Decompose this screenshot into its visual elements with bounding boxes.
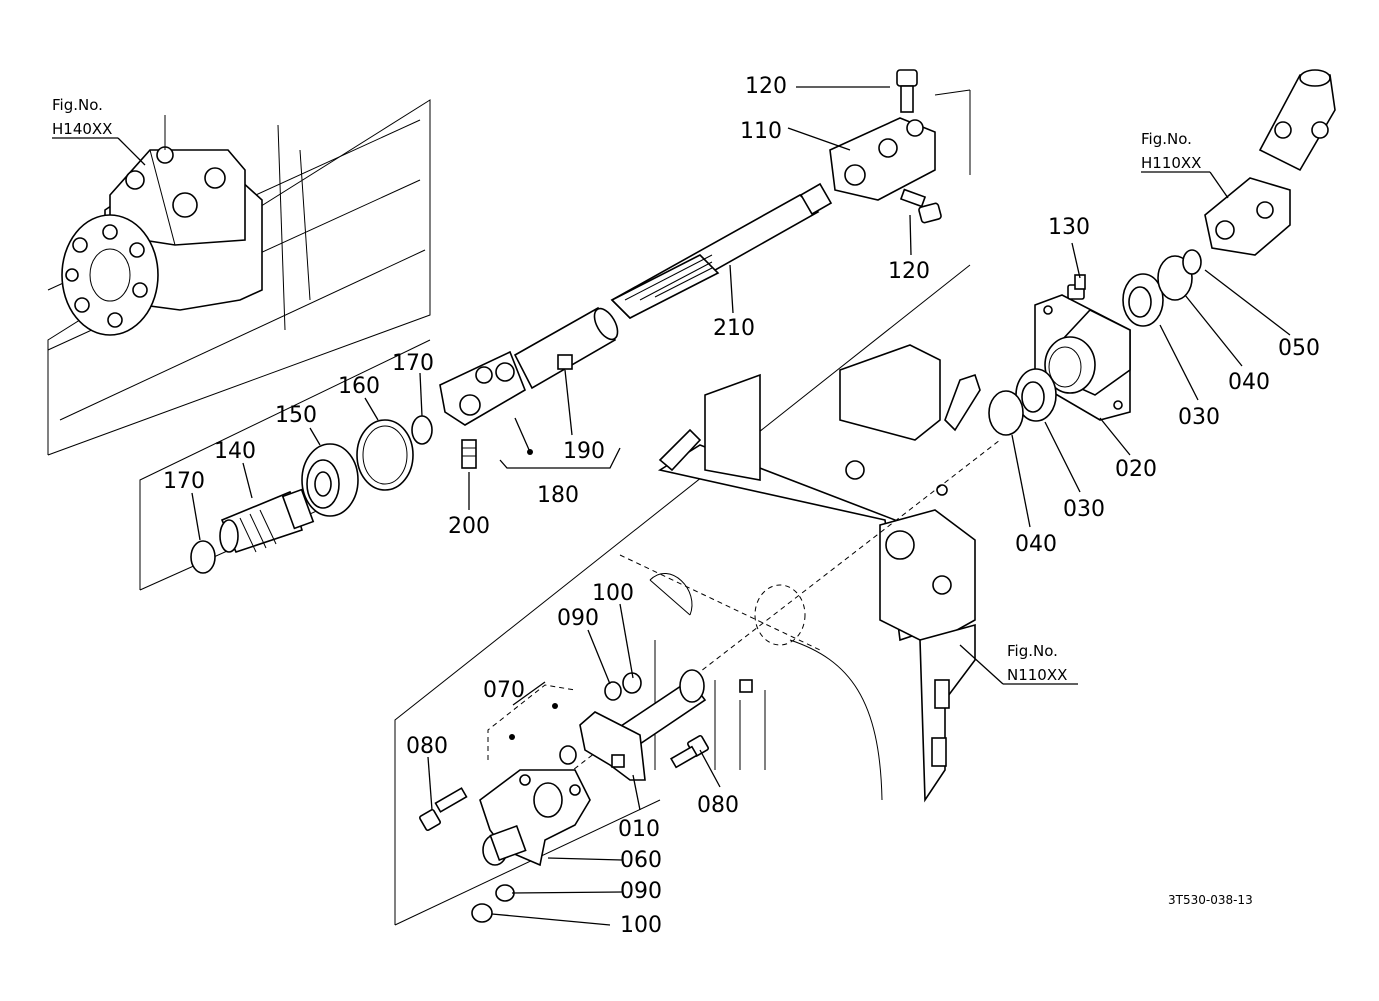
frame-structure xyxy=(394,264,1001,926)
label-070: 070 xyxy=(483,678,525,703)
label-210: 210 xyxy=(713,316,755,341)
label-140: 140 xyxy=(214,439,256,464)
fig-ref-n110-label: Fig.No. xyxy=(1007,642,1058,660)
fig-ref-n110-code: N110XX xyxy=(1007,666,1067,684)
drawing-code: 3T530-038-13 xyxy=(1168,893,1253,907)
label-110: 110 xyxy=(740,119,782,144)
part-labels: 120 110 120 210 130 170 160 150 140 170 … xyxy=(163,74,1320,938)
label-120-bottom: 120 xyxy=(888,259,930,284)
fig-ref-h140-label: Fig.No. xyxy=(52,96,103,114)
label-080-right: 080 xyxy=(697,793,739,818)
label-190: 190 xyxy=(563,439,605,464)
fig-ref-h140-code: H140XX xyxy=(52,120,112,138)
fig-ref-h110: Fig.No. H110XX xyxy=(1141,130,1229,199)
label-020: 020 xyxy=(1115,457,1157,482)
label-100-bottom: 100 xyxy=(620,913,662,938)
label-030-left: 030 xyxy=(1063,497,1105,522)
fig-ref-h110-label: Fig.No. xyxy=(1141,130,1192,148)
label-200: 200 xyxy=(448,514,490,539)
label-150: 150 xyxy=(275,403,317,428)
steering-unit-assembly xyxy=(47,99,431,456)
bearing-housing-assembly xyxy=(988,69,1336,436)
lower-bracket-parts xyxy=(419,669,709,923)
label-040-right: 040 xyxy=(1228,370,1270,395)
lower-shaft-parts xyxy=(139,339,433,591)
label-170-upper: 170 xyxy=(392,351,434,376)
label-130: 130 xyxy=(1048,215,1090,240)
label-120-top: 120 xyxy=(745,74,787,99)
label-100-top: 100 xyxy=(592,581,634,606)
fig-ref-h140: Fig.No. H140XX xyxy=(52,96,146,166)
label-030-right: 030 xyxy=(1178,405,1220,430)
label-010: 010 xyxy=(618,817,660,842)
label-170-lower: 170 xyxy=(163,469,205,494)
leader-lines xyxy=(191,86,1291,926)
fig-ref-h110-code: H110XX xyxy=(1141,154,1201,172)
label-080-left: 080 xyxy=(406,734,448,759)
label-050: 050 xyxy=(1278,336,1320,361)
fig-ref-n110: Fig.No. N110XX xyxy=(959,642,1078,685)
label-040-left: 040 xyxy=(1015,532,1057,557)
steering-shaft-assembly xyxy=(439,69,971,469)
label-090-top: 090 xyxy=(557,606,599,631)
label-090-bottom: 090 xyxy=(620,879,662,904)
label-060: 060 xyxy=(620,848,662,873)
label-160: 160 xyxy=(338,374,380,399)
label-180: 180 xyxy=(537,483,579,508)
